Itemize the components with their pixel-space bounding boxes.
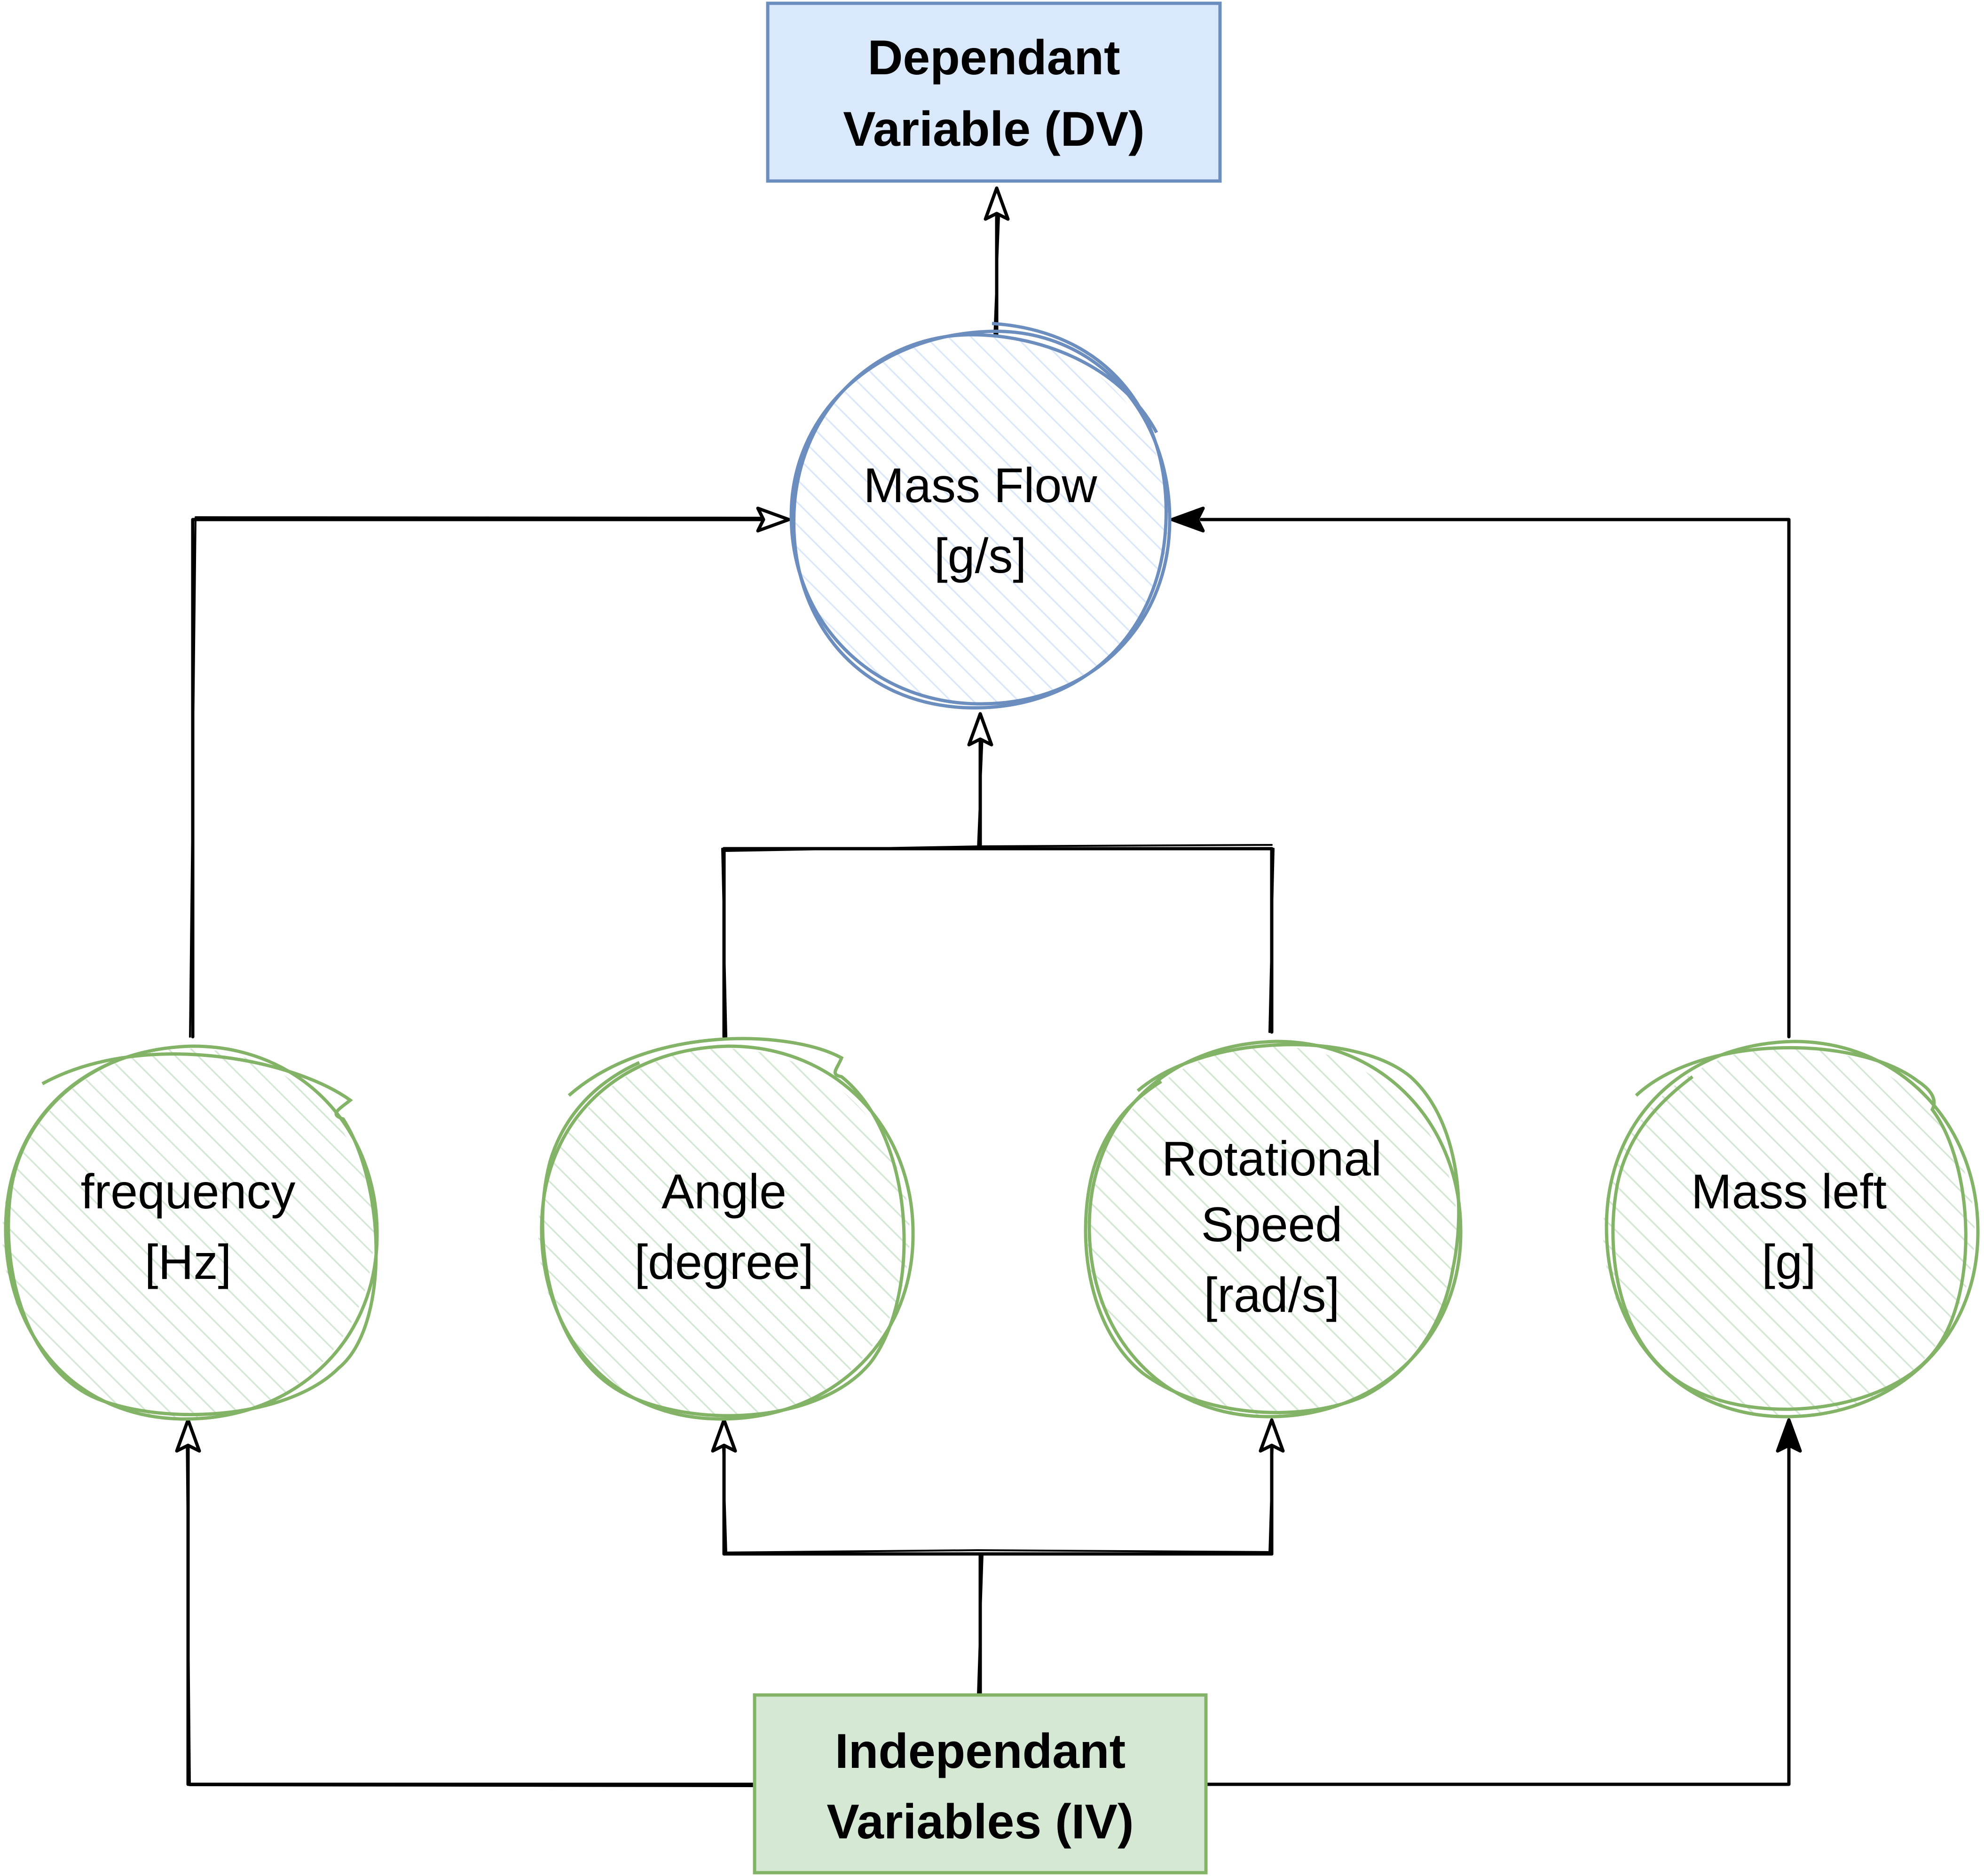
- angle-node: Angle [degree]: [538, 1037, 915, 1421]
- frequency-node: frequency [Hz]: [2, 1044, 379, 1421]
- frequency-line-2: [Hz]: [145, 1235, 232, 1290]
- rotational-speed-line-3: [rad/s]: [1204, 1268, 1340, 1323]
- arrow-head-mass-left: [1776, 1418, 1802, 1453]
- dv-box-line-1: Dependant: [867, 31, 1120, 85]
- mass-left-line-2: [g]: [1762, 1235, 1816, 1290]
- iv-box-line-1: Independant: [835, 1724, 1126, 1779]
- arrow-head-mass-flow-right: [1170, 506, 1205, 533]
- arrow-head-mass-flow-left: [756, 506, 791, 533]
- mass-left-line-1: Mass left: [1691, 1165, 1887, 1219]
- edges: [186, 203, 1791, 1787]
- edge-iv-to-mass-left: [1204, 1430, 1791, 1786]
- angle-line-2: [degree]: [634, 1235, 814, 1290]
- arrow-head-frequency: [175, 1418, 201, 1453]
- mass-flow-node: Mass Flow [g/s]: [789, 322, 1172, 709]
- edge-iv-to-frequency: [186, 1430, 756, 1786]
- arrow-head-angle: [711, 1418, 737, 1453]
- arrow-head-rotational-speed: [1259, 1418, 1285, 1453]
- mass-flow-line-1: Mass Flow: [864, 458, 1098, 513]
- arrow-head-dv: [984, 186, 1010, 221]
- iv-box-line-2: Variables (IV): [827, 1795, 1134, 1849]
- edge-frequency-to-mass-flow: [191, 518, 764, 1039]
- arrow-head-mass-flow-bottom: [967, 712, 993, 747]
- mass-left-node: Mass left [g]: [1603, 1040, 1980, 1419]
- arrow-heads: [175, 186, 1802, 1453]
- frequency-line-1: frequency: [81, 1165, 296, 1219]
- rotational-speed-node: Rotational Speed [rad/s]: [1084, 1040, 1463, 1419]
- rotational-speed-line-2: Speed: [1201, 1198, 1343, 1252]
- rotational-speed-line-1: Rotational: [1162, 1132, 1382, 1186]
- angle-line-1: Angle: [661, 1165, 787, 1219]
- mass-flow-line-2: [g/s]: [934, 529, 1027, 583]
- dv-box: Dependant Variable (DV): [766, 1, 1222, 183]
- dv-box-line-2: Variable (DV): [843, 102, 1145, 157]
- iv-box: Independant Variables (IV): [753, 1693, 1208, 1875]
- edge-mass-left-to-mass-flow: [1199, 518, 1791, 1039]
